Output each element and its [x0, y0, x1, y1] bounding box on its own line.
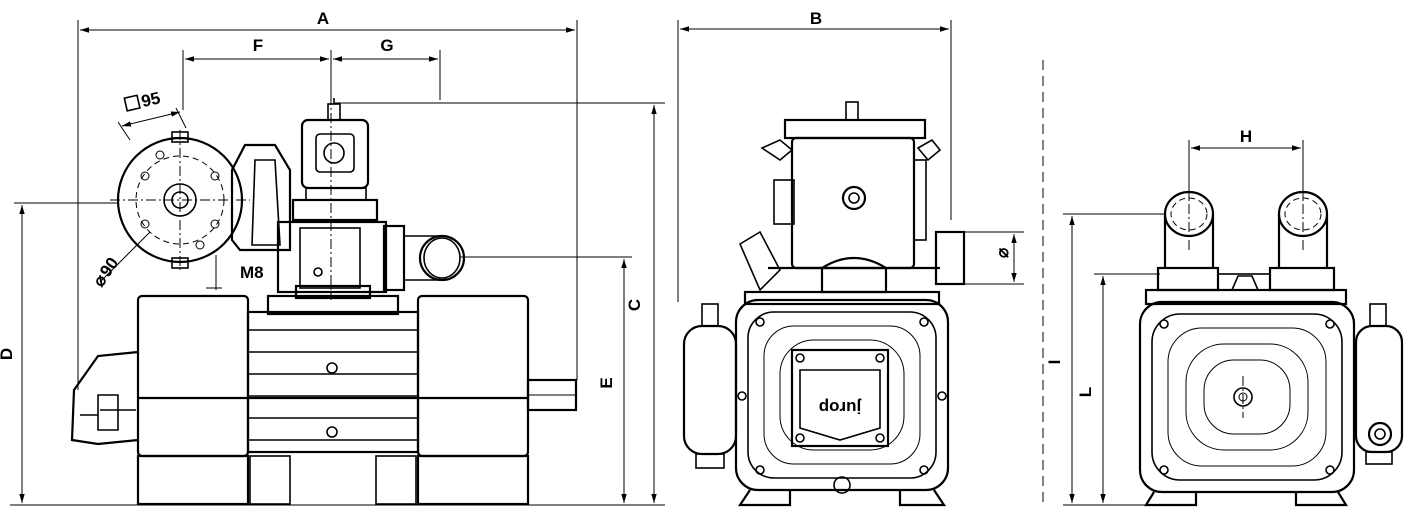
dimension-i: I: [1045, 213, 1166, 506]
valve-bracket: [230, 143, 292, 252]
dimension-c: C: [10, 102, 665, 506]
m8-annotation: M8: [206, 255, 264, 290]
dimension-l: L: [1076, 273, 1160, 503]
dimension-a: A: [77, 9, 578, 390]
dimension-label-d: D: [0, 348, 16, 360]
dimension-label-b: B: [810, 9, 822, 28]
four-way-valve: [276, 95, 466, 300]
dimension-label-i: I: [1045, 360, 1064, 365]
dimension-f-g: F G: [182, 36, 441, 110]
rear-view: H I L: [1042, 60, 1404, 507]
dimension-label-a: A: [317, 9, 329, 28]
brand-label: jurop: [819, 398, 863, 417]
thread-label: M8: [240, 263, 264, 282]
pump-body-rear: [1138, 288, 1404, 507]
square-size-label: 95: [139, 88, 162, 111]
dimension-label-l: L: [1076, 387, 1095, 397]
dimension-d: D: [0, 202, 118, 503]
valve-flange: 95 ⌀ 90: [89, 88, 250, 290]
dimension-h: H: [1188, 127, 1304, 200]
side-view: A F G C E D: [0, 9, 665, 506]
front-view: B ⌀: [677, 9, 1024, 507]
valve-housing-front: ⌀: [738, 101, 1024, 306]
pipe-diameter-label: ⌀: [993, 247, 1012, 258]
dimension-e: E: [460, 256, 632, 503]
dimension-b: B: [677, 9, 952, 302]
twin-pipes: [1156, 186, 1336, 292]
dimension-label-c: C: [625, 299, 644, 311]
dimension-label-f: F: [253, 36, 263, 55]
pump-body-side: [70, 284, 578, 506]
pump-body-front: jurop: [682, 298, 950, 507]
dimension-label-e: E: [597, 377, 616, 388]
dimension-label-g: G: [380, 36, 393, 55]
dimension-label-h: H: [1240, 127, 1252, 146]
